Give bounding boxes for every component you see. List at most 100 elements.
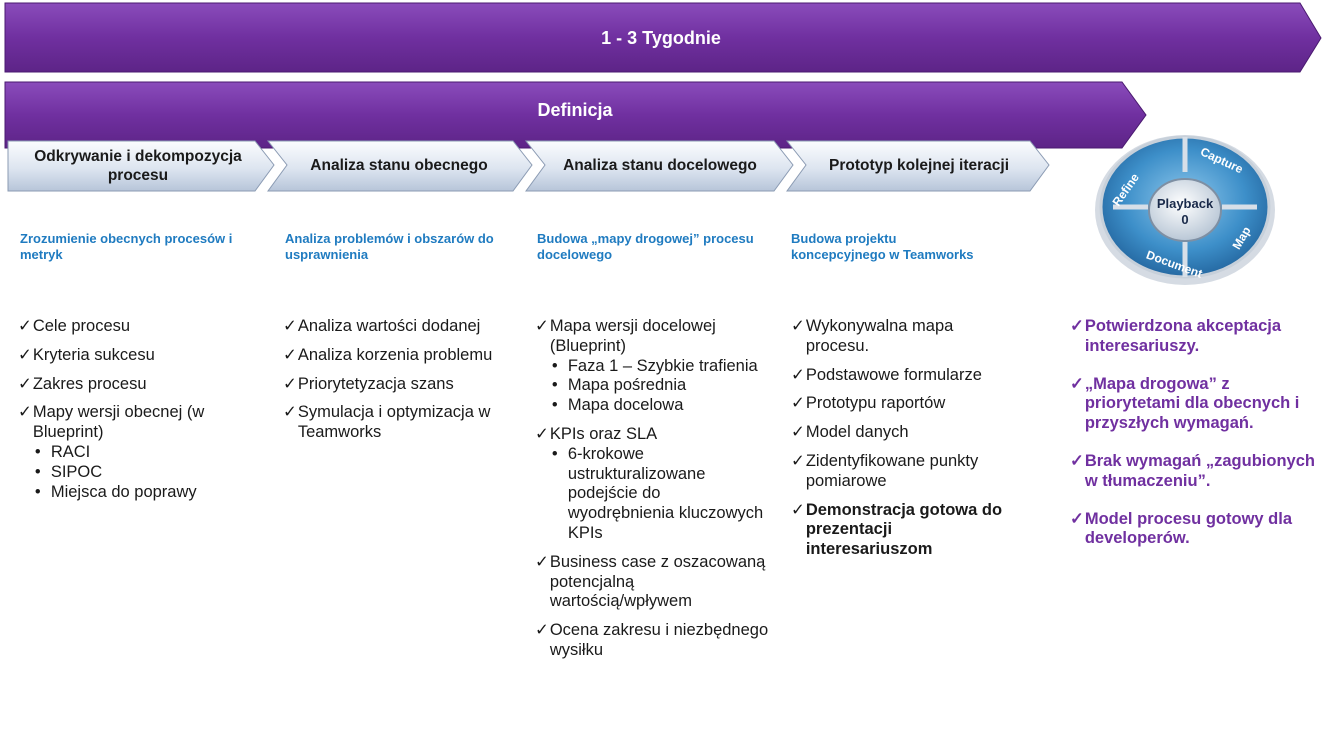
sub-list-item: • SIPOC bbox=[33, 463, 258, 483]
list-item: ✓Wykonywalna mapa procesu. bbox=[791, 317, 1021, 357]
stage-label: Definicja bbox=[537, 100, 613, 120]
list-item: ✓Demonstracja gotowa do prezentacji inte… bbox=[791, 501, 1021, 560]
check-icon: ✓ bbox=[791, 500, 805, 519]
outcomes-list: ✓Potwierdzona akceptacja interesariuszy.… bbox=[1070, 317, 1320, 567]
bullet-icon: • bbox=[551, 356, 558, 375]
list-item: ✓Model danych bbox=[791, 423, 1021, 443]
list-item: ✓Prototypu raportów bbox=[791, 394, 1021, 414]
list-item-text: Symulacja i optymizacja w Teamworks bbox=[297, 403, 491, 442]
outcome-item-text: Brak wymagań „zagubionych w tłumaczeniu”… bbox=[1084, 451, 1315, 490]
sub-list-item: • RACI bbox=[33, 443, 258, 463]
check-icon: ✓ bbox=[283, 345, 297, 364]
check-icon: ✓ bbox=[18, 345, 32, 364]
list-item-text: Kryteria sukcesu bbox=[32, 345, 155, 364]
check-icon: ✓ bbox=[18, 374, 32, 393]
check-icon: ✓ bbox=[791, 451, 805, 470]
list-item-text: Ocena zakresu i niezbędnego wysiłku bbox=[549, 621, 769, 659]
list-item: ✓Ocena zakresu i niezbędnego wysiłku bbox=[535, 621, 770, 661]
column-1-list: ✓Cele procesu✓Kryteria sukcesu✓Zakres pr… bbox=[18, 317, 258, 511]
sub-list-item-text: Mapa pośrednia bbox=[567, 376, 687, 395]
check-icon: ✓ bbox=[791, 365, 805, 384]
list-item: ✓Podstawowe formularze bbox=[791, 366, 1021, 386]
sub-list-item: •6-krokowe ustrukturalizowane podejście … bbox=[550, 445, 770, 544]
outcome-item: ✓Brak wymagań „zagubionych w tłumaczeniu… bbox=[1070, 452, 1320, 492]
check-icon: ✓ bbox=[535, 317, 549, 335]
outcome-item: ✓Model procesu gotowy dla developerów. bbox=[1070, 510, 1320, 550]
phase-chevrons bbox=[7, 140, 1050, 192]
check-icon: ✓ bbox=[535, 424, 549, 443]
sub-list-item: • Faza 1 – Szybkie trafienia bbox=[550, 357, 770, 377]
duration-label: 1 - 3 Tygodnie bbox=[601, 28, 721, 48]
column-3-list: ✓Mapa wersji docelowej (Blueprint)•Faza … bbox=[535, 317, 770, 670]
bullet-icon: • bbox=[551, 376, 558, 395]
check-icon: ✓ bbox=[1070, 451, 1084, 470]
bullet-icon: • bbox=[551, 444, 558, 463]
sub-list-item-text: Faza 1 – Szybkie trafienia bbox=[567, 356, 758, 375]
phase-2-label: Analiza stanu obecnego bbox=[310, 157, 488, 175]
column-4-heading: Budowa projektu koncepcyjnego w Teamwork… bbox=[791, 231, 974, 262]
list-item: ✓Business case z oszacowaną potencjalną … bbox=[535, 553, 770, 612]
list-item-text: Model danych bbox=[805, 423, 909, 442]
check-icon: ✓ bbox=[18, 403, 32, 422]
sub-list-item: • Mapa docelowa bbox=[550, 396, 770, 416]
list-item-text: Cele procesu bbox=[32, 317, 131, 335]
list-item: ✓Mapy wersji obecnej (w Blueprint)•RACI•… bbox=[18, 403, 258, 502]
column-3-heading: Budowa „mapy drogowej” procesu doceloweg… bbox=[537, 231, 754, 262]
bullet-icon: • bbox=[34, 442, 41, 461]
outcome-item: ✓Potwierdzona akceptacja interesariuszy. bbox=[1070, 317, 1320, 357]
column-1-heading: Zrozumienie obecnych procesów i metryk bbox=[20, 231, 233, 262]
list-item: ✓Symulacja i optymizacja w Teamworks bbox=[283, 403, 523, 443]
list-item-text: Zidentyfikowane punkty pomiarowe bbox=[805, 451, 979, 490]
list-item-text: Podstawowe formularze bbox=[805, 365, 982, 384]
check-icon: ✓ bbox=[1070, 317, 1084, 335]
bullet-icon: • bbox=[551, 396, 558, 415]
check-icon: ✓ bbox=[791, 394, 805, 413]
list-item: ✓KPIs oraz SLA •6-krokowe ustrukturalizow… bbox=[535, 425, 770, 544]
check-icon: ✓ bbox=[535, 621, 549, 640]
list-item: ✓Zakres procesu bbox=[18, 375, 258, 395]
sub-list-item-text: RACI bbox=[50, 442, 91, 461]
list-item-text: Zakres procesu bbox=[32, 374, 147, 393]
list-item: ✓Cele procesu bbox=[18, 317, 258, 337]
check-icon: ✓ bbox=[283, 403, 297, 422]
list-item-text: Mapa wersji docelowej (Blueprint) bbox=[549, 317, 716, 355]
sub-list-item: • Mapa pośrednia bbox=[550, 376, 770, 396]
list-item: ✓Analiza korzenia problemu bbox=[283, 346, 523, 366]
sub-list-item-text: Mapa docelowa bbox=[567, 396, 684, 415]
check-icon: ✓ bbox=[1070, 374, 1084, 393]
check-icon: ✓ bbox=[18, 317, 32, 335]
phase-chevron-3 bbox=[524, 140, 794, 192]
bullet-icon: • bbox=[34, 462, 41, 481]
list-item-text: Prototypu raportów bbox=[805, 394, 946, 413]
list-item: ✓Zidentyfikowane punkty pomiarowe bbox=[791, 452, 1021, 492]
column-4-list: ✓Wykonywalna mapa procesu.✓Podstawowe fo… bbox=[791, 317, 1021, 569]
list-item-text: Analiza korzenia problemu bbox=[297, 345, 493, 364]
sub-list-item: •Miejsca do poprawy bbox=[33, 483, 258, 503]
list-item-text: KPIs oraz SLA bbox=[549, 424, 658, 443]
list-item-text: Demonstracja gotowa do prezentacji inter… bbox=[805, 500, 1003, 559]
list-item-text: Wykonywalna mapa procesu. bbox=[805, 317, 954, 355]
list-item-text: Priorytetyzacja szans bbox=[297, 374, 454, 393]
sub-list-item-text: SIPOC bbox=[50, 462, 103, 481]
list-item: ✓Priorytetyzacja szans bbox=[283, 375, 523, 395]
sub-list-item-text: Miejsca do poprawy bbox=[50, 482, 197, 501]
outcome-item-text: Potwierdzona akceptacja interesariuszy. bbox=[1084, 317, 1282, 355]
check-icon: ✓ bbox=[1070, 509, 1084, 528]
phase-4-label: Prototyp kolejnej iteracji bbox=[828, 157, 1010, 175]
check-icon: ✓ bbox=[283, 374, 297, 393]
list-item-text: Analiza wartości dodanej bbox=[297, 317, 481, 335]
phase-chevron-1 bbox=[7, 140, 275, 192]
outcome-item-text: Model procesu gotowy dla developerów. bbox=[1084, 509, 1293, 548]
playback-cycle-graphic: Playback 0 Capture Map Document Refine bbox=[1095, 135, 1275, 285]
check-icon: ✓ bbox=[791, 317, 805, 335]
list-item: ✓Mapa wersji docelowej (Blueprint)•Faza … bbox=[535, 317, 770, 416]
timeline-banner bbox=[4, 2, 1322, 149]
list-item-text: Business case z oszacowaną potencjalną w… bbox=[549, 552, 766, 611]
column-2-list: ✓Analiza wartości dodanej✓Analiza korzen… bbox=[283, 317, 523, 452]
check-icon: ✓ bbox=[791, 423, 805, 442]
cycle-center-label: Playback bbox=[1157, 196, 1214, 211]
outcome-item-text: „Mapa drogowa” z priorytetami dla obecny… bbox=[1084, 374, 1300, 433]
phase-chevron-2 bbox=[266, 140, 533, 192]
list-item: ✓Kryteria sukcesu bbox=[18, 346, 258, 366]
phase-3-label: Analiza stanu docelowego bbox=[563, 157, 757, 175]
